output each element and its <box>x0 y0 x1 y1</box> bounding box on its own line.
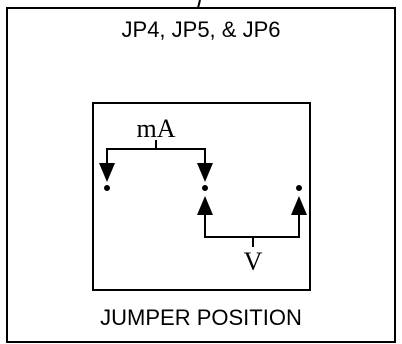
diagram-caption: JUMPER POSITION <box>100 305 302 330</box>
top-lead-line <box>197 0 201 9</box>
ma-label: mA <box>137 114 176 143</box>
middle-down-arrow-icon <box>197 163 213 182</box>
left-pin <box>104 185 110 191</box>
right-pin <box>296 185 302 191</box>
outer-frame <box>6 7 396 343</box>
middle-up-arrow-icon <box>197 196 213 215</box>
middle-pin <box>202 185 208 191</box>
left-down-arrow-icon <box>99 163 115 182</box>
v-bracket <box>204 213 300 247</box>
ma-bracket <box>106 140 206 165</box>
jumper-box <box>92 102 311 291</box>
diagram-title: JP4, JP5, & JP6 <box>122 17 281 42</box>
right-up-arrow-icon <box>291 196 307 215</box>
v-label: V <box>244 247 263 276</box>
